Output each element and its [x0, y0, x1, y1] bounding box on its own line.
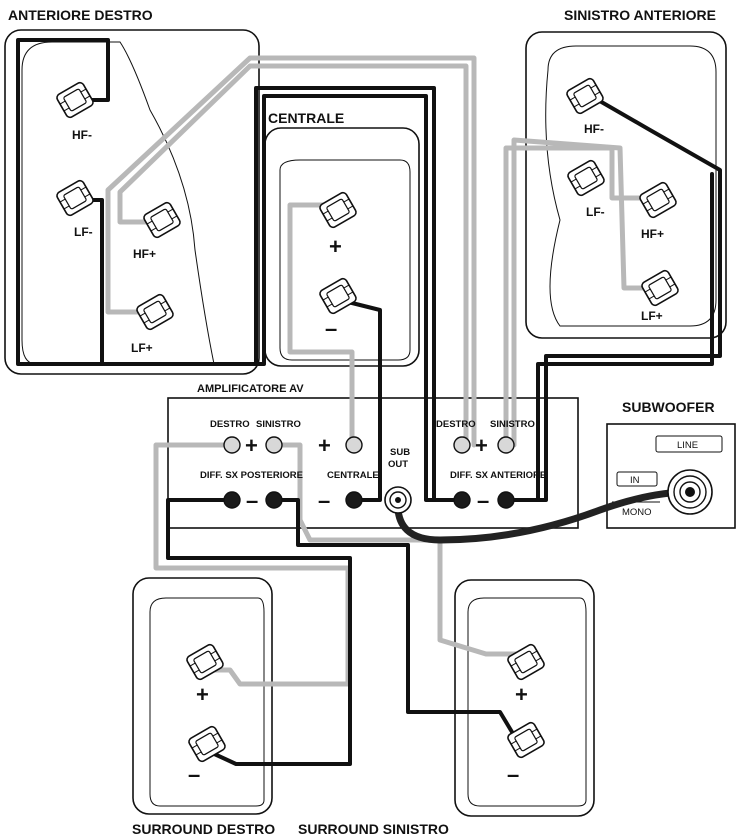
surround-right-title: SURROUND DESTRO — [132, 821, 275, 837]
amp-front-right-label: DESTRO — [436, 419, 476, 430]
amp-front-plus-sign: + — [475, 433, 488, 458]
amp-rear-right-neg-post — [223, 491, 241, 509]
surround-right-pos-sign: + — [196, 682, 209, 707]
amp-rear-group-label: DIFF. SX POSTERIORE — [200, 470, 303, 481]
amp-sub-out-label-2: OUT — [388, 459, 408, 470]
amp-center-minus-sign: – — [318, 488, 330, 513]
amp-front-left-label: SINISTRO — [490, 419, 535, 430]
subwoofer-in-label: IN — [630, 475, 640, 486]
front-left-lf-neg-label: LF- — [586, 205, 605, 219]
positive-wires — [105, 55, 661, 687]
subwoofer-in-jack — [667, 469, 713, 515]
front-right-title: ANTERIORE DESTRO — [8, 7, 153, 23]
amp-center-neg-post — [345, 491, 363, 509]
surround-left-pos-sign: + — [515, 682, 528, 707]
center-pos-sign: + — [329, 234, 342, 259]
subwoofer-line-label: LINE — [677, 440, 698, 451]
amp-sub-out-label-1: SUB — [390, 447, 410, 458]
negative-wires — [16, 38, 722, 766]
amp-rear-left-label: SINISTRO — [256, 419, 301, 430]
amp-front-right-pos-post — [453, 436, 471, 454]
subwoofer-mono-label: MONO — [622, 507, 652, 518]
front-left-speaker — [525, 31, 727, 339]
front-right-hf-pos-label: HF+ — [133, 247, 156, 261]
amp-front-left-neg-post — [497, 491, 515, 509]
amp-center-pos-post — [345, 436, 363, 454]
front-right-hf-neg-label: HF- — [72, 128, 92, 142]
amp-front-left-pos-post — [497, 436, 515, 454]
subwoofer-title: SUBWOOFER — [622, 399, 715, 415]
amp-center-plus-sign: + — [318, 433, 331, 458]
amplifier-title: AMPLIFICATORE AV — [197, 383, 304, 395]
surround-right-speaker — [132, 577, 273, 815]
surround-left-neg-sign: – — [507, 762, 519, 787]
surround-right-neg-sign: – — [188, 762, 200, 787]
amp-rear-right-pos-post — [223, 436, 241, 454]
surround-left-speaker — [454, 579, 595, 817]
front-right-lf-pos-label: LF+ — [131, 341, 153, 355]
amp-front-right-neg-post — [453, 491, 471, 509]
amp-front-minus-sign: – — [477, 488, 489, 513]
amp-front-group-label: DIFF. SX ANTERIORE — [450, 470, 546, 481]
amp-rear-left-pos-post — [265, 436, 283, 454]
amp-sub-out-jack — [384, 486, 412, 514]
front-right-lf-neg-label: LF- — [74, 225, 93, 239]
amp-rear-minus-sign: – — [246, 488, 258, 513]
subwoofer-cable — [394, 488, 694, 544]
amp-rear-plus-sign: + — [245, 433, 258, 458]
surround-left-title: SURROUND SINISTRO — [298, 821, 449, 837]
amp-rear-left-neg-post — [265, 491, 283, 509]
front-left-hf-pos-label: HF+ — [641, 227, 664, 241]
center-neg-sign: – — [325, 316, 337, 341]
front-right-speaker — [4, 29, 260, 375]
amp-center-label: CENTRALE — [327, 470, 379, 481]
amp-rear-right-label: DESTRO — [210, 419, 250, 430]
front-left-title: SINISTRO ANTERIORE — [564, 7, 716, 23]
front-left-hf-neg-label: HF- — [584, 122, 604, 136]
front-left-lf-pos-label: LF+ — [641, 309, 663, 323]
center-title: CENTRALE — [268, 110, 344, 126]
subwoofer-panel — [606, 423, 736, 529]
